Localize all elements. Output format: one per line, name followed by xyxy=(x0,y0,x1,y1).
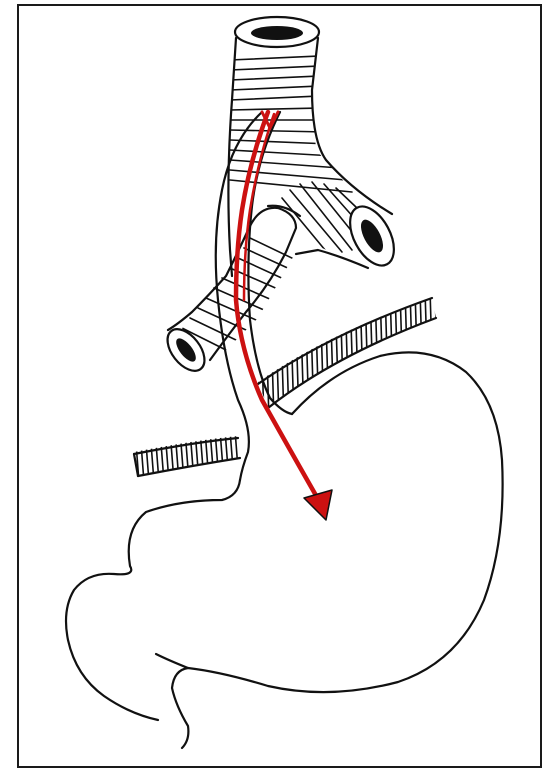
diaphragm-hatch-stroke xyxy=(415,290,419,420)
diaphragm-hatch-stroke xyxy=(320,290,324,420)
diaphragm-hatch-stroke xyxy=(185,430,189,482)
diaphragm-hatch-stroke xyxy=(155,430,159,482)
diaphragm-hatch-stroke xyxy=(340,290,344,420)
diaphragm-hatch-stroke xyxy=(435,290,439,420)
esophagus xyxy=(216,112,292,480)
diaphragm-hatch-stroke xyxy=(195,430,199,482)
diaphragm-hatch-stroke xyxy=(250,290,254,420)
diaphragm-hatch-stroke xyxy=(160,430,164,482)
diaphragm-hatch-stroke xyxy=(345,290,349,420)
diaphragm-hatch-stroke xyxy=(170,430,174,482)
diaphragm-hatch-stroke xyxy=(295,290,299,420)
diaphragm-hatch-stroke xyxy=(440,290,444,420)
diaphragm-hatch-stroke xyxy=(220,430,224,482)
diaphragm-hatch-stroke xyxy=(175,430,179,482)
diaphragm-hatch-stroke xyxy=(280,290,284,420)
diaphragm-hatch-stroke xyxy=(180,430,184,482)
diaphragm-hatch-stroke xyxy=(370,290,374,420)
diaphragm-hatch-stroke xyxy=(165,430,169,482)
diaphragm-hatch-stroke xyxy=(310,290,314,420)
diaphragm-hatch-stroke xyxy=(315,290,319,420)
diaphragm-hatch-stroke xyxy=(210,430,214,482)
diaphragm-hatch-stroke xyxy=(335,290,339,420)
diaphragm xyxy=(130,290,444,482)
diaphragm-hatch-stroke xyxy=(205,430,209,482)
diaphragm-hatch-stroke xyxy=(190,430,194,482)
diaphragm-hatch-stroke xyxy=(225,430,229,482)
diaphragm-hatch-stroke xyxy=(265,290,269,420)
diaphragm-hatch-stroke xyxy=(360,290,364,420)
arrow-head xyxy=(304,490,332,520)
diaphragm-hatch-stroke xyxy=(375,290,379,420)
trachea-lumen xyxy=(251,26,303,40)
diaphragm-hatch-stroke xyxy=(390,290,394,420)
diaphragm-hatch-stroke xyxy=(420,290,424,420)
diaphragm-hatch-stroke xyxy=(200,430,204,482)
diaphragm-hatch-stroke xyxy=(285,290,289,420)
diaphragm-hatch-stroke xyxy=(355,290,359,420)
diaphragm-hatch-stroke xyxy=(215,430,219,482)
diaphragm-hatch-stroke xyxy=(365,290,369,420)
diaphragm-hatch-stroke xyxy=(330,290,334,420)
diaphragm-hatch-stroke xyxy=(325,290,329,420)
diaphragm-hatch-stroke xyxy=(410,290,414,420)
diaphragm-hatch-stroke xyxy=(405,290,409,420)
diaphragm-hatch-stroke xyxy=(290,290,294,420)
